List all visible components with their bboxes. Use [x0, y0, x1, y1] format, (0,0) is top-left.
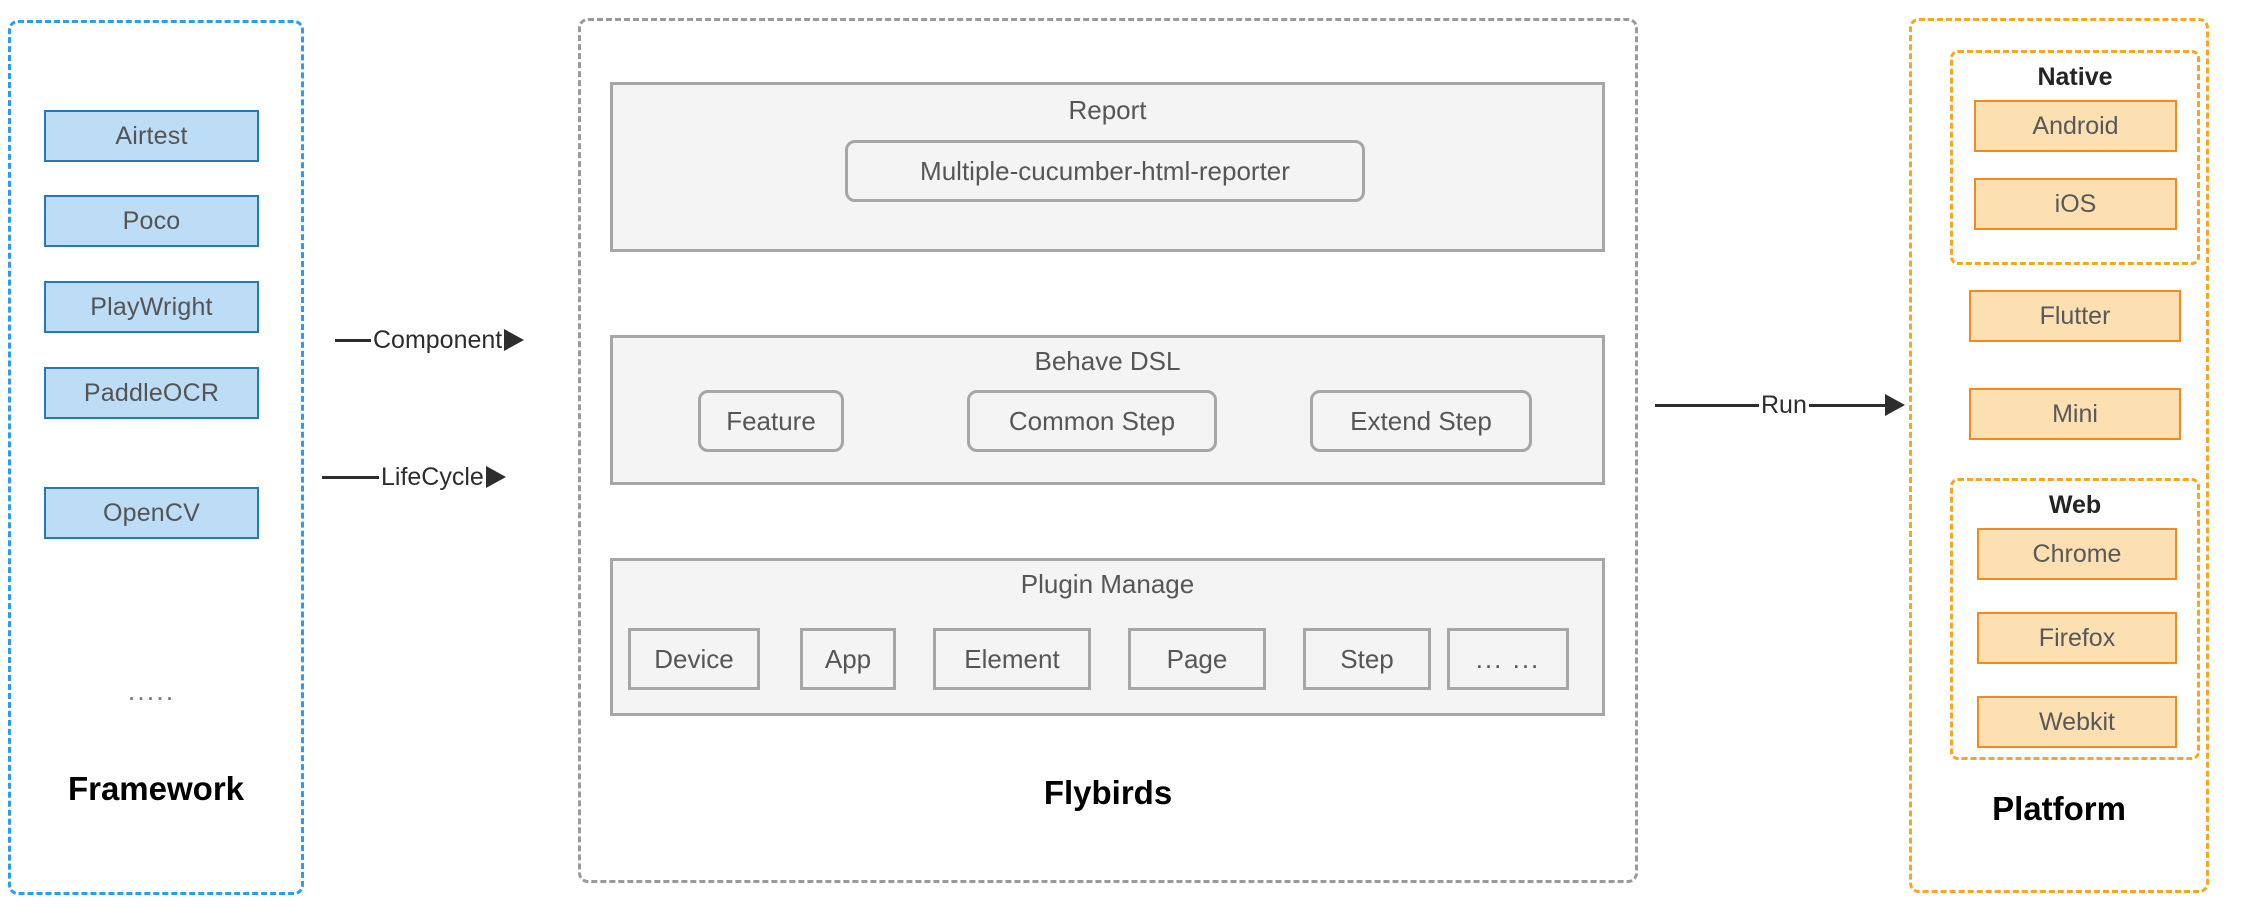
arrow-lifecycle: LifeCycle: [322, 462, 506, 492]
behave-item-extend-step[interactable]: Extend Step: [1310, 390, 1532, 452]
platform-item-webkit[interactable]: Webkit: [1977, 696, 2177, 748]
framework-title: Framework: [67, 770, 245, 807]
platform-item-chrome[interactable]: Chrome: [1977, 528, 2177, 580]
platform-item-firefox[interactable]: Firefox: [1977, 612, 2177, 664]
arrow-run: Run: [1655, 390, 1905, 420]
plugin-item-more[interactable]: ... ...: [1447, 628, 1569, 690]
plugin-item-step[interactable]: Step: [1303, 628, 1431, 690]
plugin-item-app[interactable]: App: [800, 628, 896, 690]
platform-item-android[interactable]: Android: [1974, 100, 2177, 152]
arrow-head-icon: [504, 329, 525, 351]
section-behave-dsl-title: Behave DSL: [1034, 346, 1181, 376]
framework-item-poco[interactable]: Poco: [44, 195, 259, 247]
framework-item-paddleocr[interactable]: PaddleOCR: [44, 367, 259, 419]
platform-item-flutter[interactable]: Flutter: [1969, 290, 2181, 342]
section-plugin-manage: Plugin Manage: [610, 558, 1605, 716]
framework-item-opencv[interactable]: OpenCV: [44, 487, 259, 539]
platform-item-mini[interactable]: Mini: [1969, 388, 2181, 440]
framework-item-airtest[interactable]: Airtest: [44, 110, 259, 162]
platform-item-ios[interactable]: iOS: [1974, 178, 2177, 230]
platform-group-native: Native: [1950, 50, 2200, 265]
framework-item-playwright[interactable]: PlayWright: [44, 281, 259, 333]
section-report-title: Report: [1068, 95, 1147, 125]
plugin-item-page[interactable]: Page: [1128, 628, 1266, 690]
platform-group-native-title: Native: [2037, 63, 2113, 91]
framework-ellipsis: .....: [127, 675, 176, 706]
flybirds-title: Flybirds: [1043, 774, 1173, 811]
arrow-line: [322, 475, 379, 479]
framework-panel: [8, 20, 304, 895]
arrow-component: Component: [335, 325, 525, 355]
arrow-line: [1808, 403, 1885, 407]
arrow-component-label: Component: [373, 325, 503, 354]
arrow-head-icon: [1884, 394, 1905, 416]
behave-item-feature[interactable]: Feature: [698, 390, 844, 452]
platform-group-web-title: Web: [2048, 491, 2102, 519]
arrow-head-icon: [485, 466, 506, 488]
section-plugin-manage-title: Plugin Manage: [1020, 569, 1195, 599]
plugin-item-device[interactable]: Device: [628, 628, 760, 690]
arrow-line: [1655, 403, 1759, 407]
report-item-multiple-cucumber-html-reporter[interactable]: Multiple-cucumber-html-reporter: [845, 140, 1365, 202]
plugin-item-element[interactable]: Element: [933, 628, 1091, 690]
behave-item-common-step[interactable]: Common Step: [967, 390, 1217, 452]
arrow-run-label: Run: [1761, 390, 1807, 419]
arrow-lifecycle-label: LifeCycle: [381, 462, 484, 491]
arrow-line: [335, 338, 371, 342]
platform-title: Platform: [1992, 790, 2126, 827]
